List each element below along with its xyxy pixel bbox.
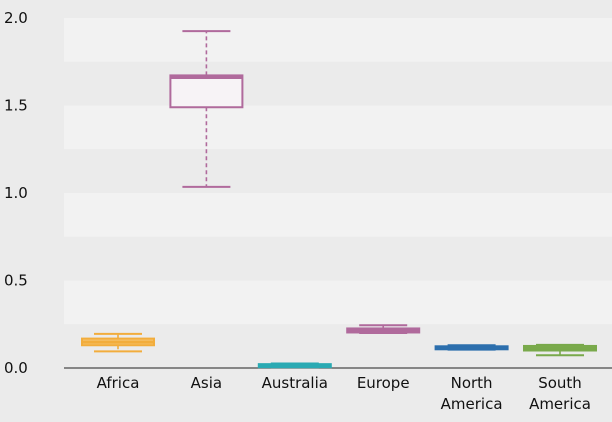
x-tick-label: America — [529, 395, 591, 413]
box-north-america — [434, 344, 509, 351]
y-tick-label: 0.5 — [4, 272, 28, 290]
box-australia — [257, 362, 332, 369]
grid-band — [64, 324, 612, 368]
y-axis: 0.0 0.5 1.0 1.5 2.0 — [4, 9, 28, 377]
grid-band — [64, 105, 612, 150]
x-tick-label: South — [538, 374, 582, 392]
x-tick-label: America — [441, 395, 503, 413]
grid-bands — [64, 18, 612, 368]
x-tick-label: Europe — [357, 374, 410, 392]
box-europe — [346, 324, 421, 334]
x-tick-label: Australia — [262, 374, 328, 392]
x-tick-label: Africa — [97, 374, 140, 392]
x-tick-label: North — [451, 374, 493, 392]
y-tick-label: 2.0 — [4, 9, 28, 27]
grid-band — [64, 18, 612, 62]
grid-band — [64, 280, 612, 325]
grid-band — [64, 149, 612, 193]
grid-band — [64, 236, 612, 281]
grid-band — [64, 61, 612, 106]
x-tick-label: Asia — [191, 374, 222, 392]
box-iqr — [169, 74, 244, 109]
y-tick-label: 1.5 — [4, 97, 28, 115]
box-africa — [81, 332, 155, 353]
box-south-america — [523, 343, 597, 357]
y-tick-label: 1.0 — [4, 184, 28, 202]
box-series — [81, 30, 597, 369]
grid-band — [64, 193, 612, 237]
box-asia — [169, 30, 244, 188]
y-tick-label: 0.0 — [4, 359, 28, 377]
